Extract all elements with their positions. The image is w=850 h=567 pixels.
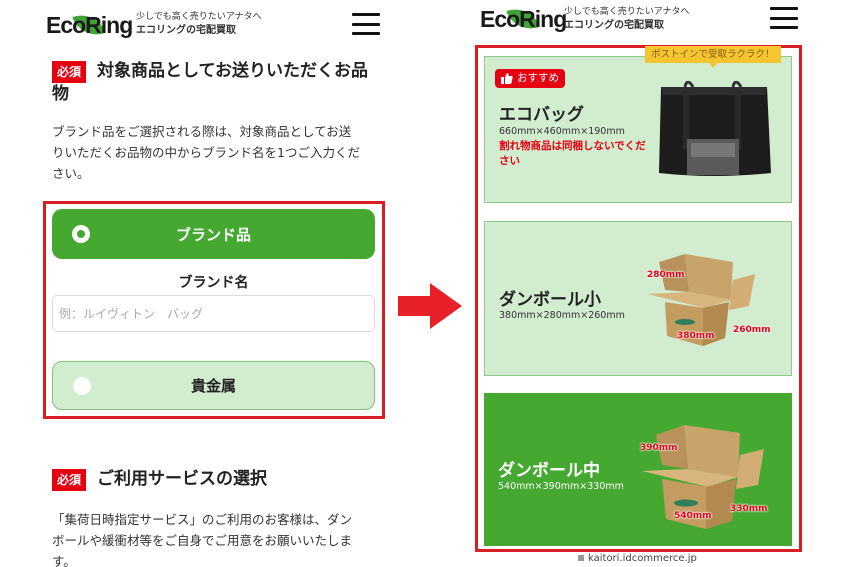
desc-line: 「集荷日時指定サービス」のご利用のお客様は、ダン [52,512,353,527]
card-dimensions: 540mm×390mm×330mm [498,481,624,492]
box-width-label: 540mm [674,511,712,521]
tagline-bottom: エコリングの宅配買取 [136,25,236,36]
badge-label: おすすめ [517,72,559,84]
card-dimensions: 380mm×280mm×260mm [499,310,625,321]
box-height-label: 260mm [733,325,771,335]
section2-description: 「集荷日時指定サービス」のご利用のお客様は、ダン ボールや緩衝材等をご自身でご用… [52,509,352,567]
tagline-bottom: エコリングの宅配買取 [564,20,664,31]
box-width-label: 380mm [677,331,715,341]
highlight-box-right [475,45,802,552]
ecoring-logo[interactable]: EcoRing [46,8,133,42]
cardboard-box-image [647,254,755,346]
tagline-top: 少しでも高く売りたいアナタへ [136,12,262,22]
card-warning: 割れ物商品は同梱しないでください [499,140,646,167]
required-badge: 必須 [52,469,87,491]
option-precious-metals[interactable]: 貴金属 [52,361,375,410]
highlight-box-left [43,201,385,419]
option-brand-goods[interactable]: ブランド品 [52,209,375,259]
card-title: ダンボール中 [498,461,600,481]
tagline-top: 少しでも高く売りたいアナタへ [564,7,690,17]
post-in-ribbon: ポストインで受取ラクラク！ [645,46,781,68]
hamburger-menu-icon[interactable] [352,13,380,35]
site-url: kaitori.idcommerce.jp [578,553,697,564]
right-arrow-icon [398,283,462,329]
ecoring-logo[interactable]: EcoRing [480,2,567,36]
option-label: ブランド品 [175,225,251,244]
brand-name-label: ブランド名 [178,275,249,291]
header-tagline: 少しでも高く売りたいアナタへ エコリングの宅配買取 [564,6,690,32]
desc-line: りいただくお品物の中からブランド名を1つご入力くだ [52,145,360,160]
recommended-badge: おすすめ [495,69,565,88]
section1-description: ブランド品をご選択される際は、対象商品としてお送 りいただくお品物の中からブラン… [52,121,360,184]
radio-selected-icon[interactable] [72,225,90,243]
radio-unselected-icon[interactable] [73,376,91,395]
hamburger-menu-icon[interactable] [770,7,798,29]
box-height-label: 330mm [730,504,768,514]
card-title: エコバッグ [499,105,584,125]
section-title-service: ご利用サービスの選択 [97,469,267,489]
section-title-items-cont: 物 [52,84,69,104]
desc-line: ボールや緩衝材等をご自身でご用意をお願いいたしま [52,533,353,548]
option-label: 貴金属 [190,377,236,395]
package-option-eco-bag[interactable]: おすすめ エコバッグ 660mm×460mm×190mm 割れ物商品は同梱しない… [484,56,792,203]
desc-line: さい。 [52,166,90,181]
thumbs-up-icon [501,73,513,84]
cardboard-box-image [642,425,764,529]
lock-icon [578,555,584,561]
box-depth-label: 390mm [640,443,678,453]
desc-line: す。 [52,554,76,567]
brand-name-input[interactable] [52,295,375,332]
desc-line: ブランド品をご選択される際は、対象商品としてお送 [52,124,352,139]
box-depth-label: 280mm [647,270,685,280]
package-option-medium-box[interactable]: ダンボール中 540mm×390mm×330mm 390mm 540mm 330… [484,393,792,546]
section-title-items: 対象商品としてお送りいただくお品 [97,61,368,81]
card-dimensions: 660mm×460mm×190mm [499,126,625,137]
eco-bag-image [659,81,771,176]
card-title: ダンボール小 [499,290,601,310]
url-text: kaitori.idcommerce.jp [588,553,697,564]
required-badge: 必須 [52,61,87,83]
package-option-small-box[interactable]: ダンボール小 380mm×280mm×260mm 280mm 380mm 260… [484,221,792,376]
header-tagline: 少しでも高く売りたいアナタへ エコリングの宅配買取 [136,11,262,37]
